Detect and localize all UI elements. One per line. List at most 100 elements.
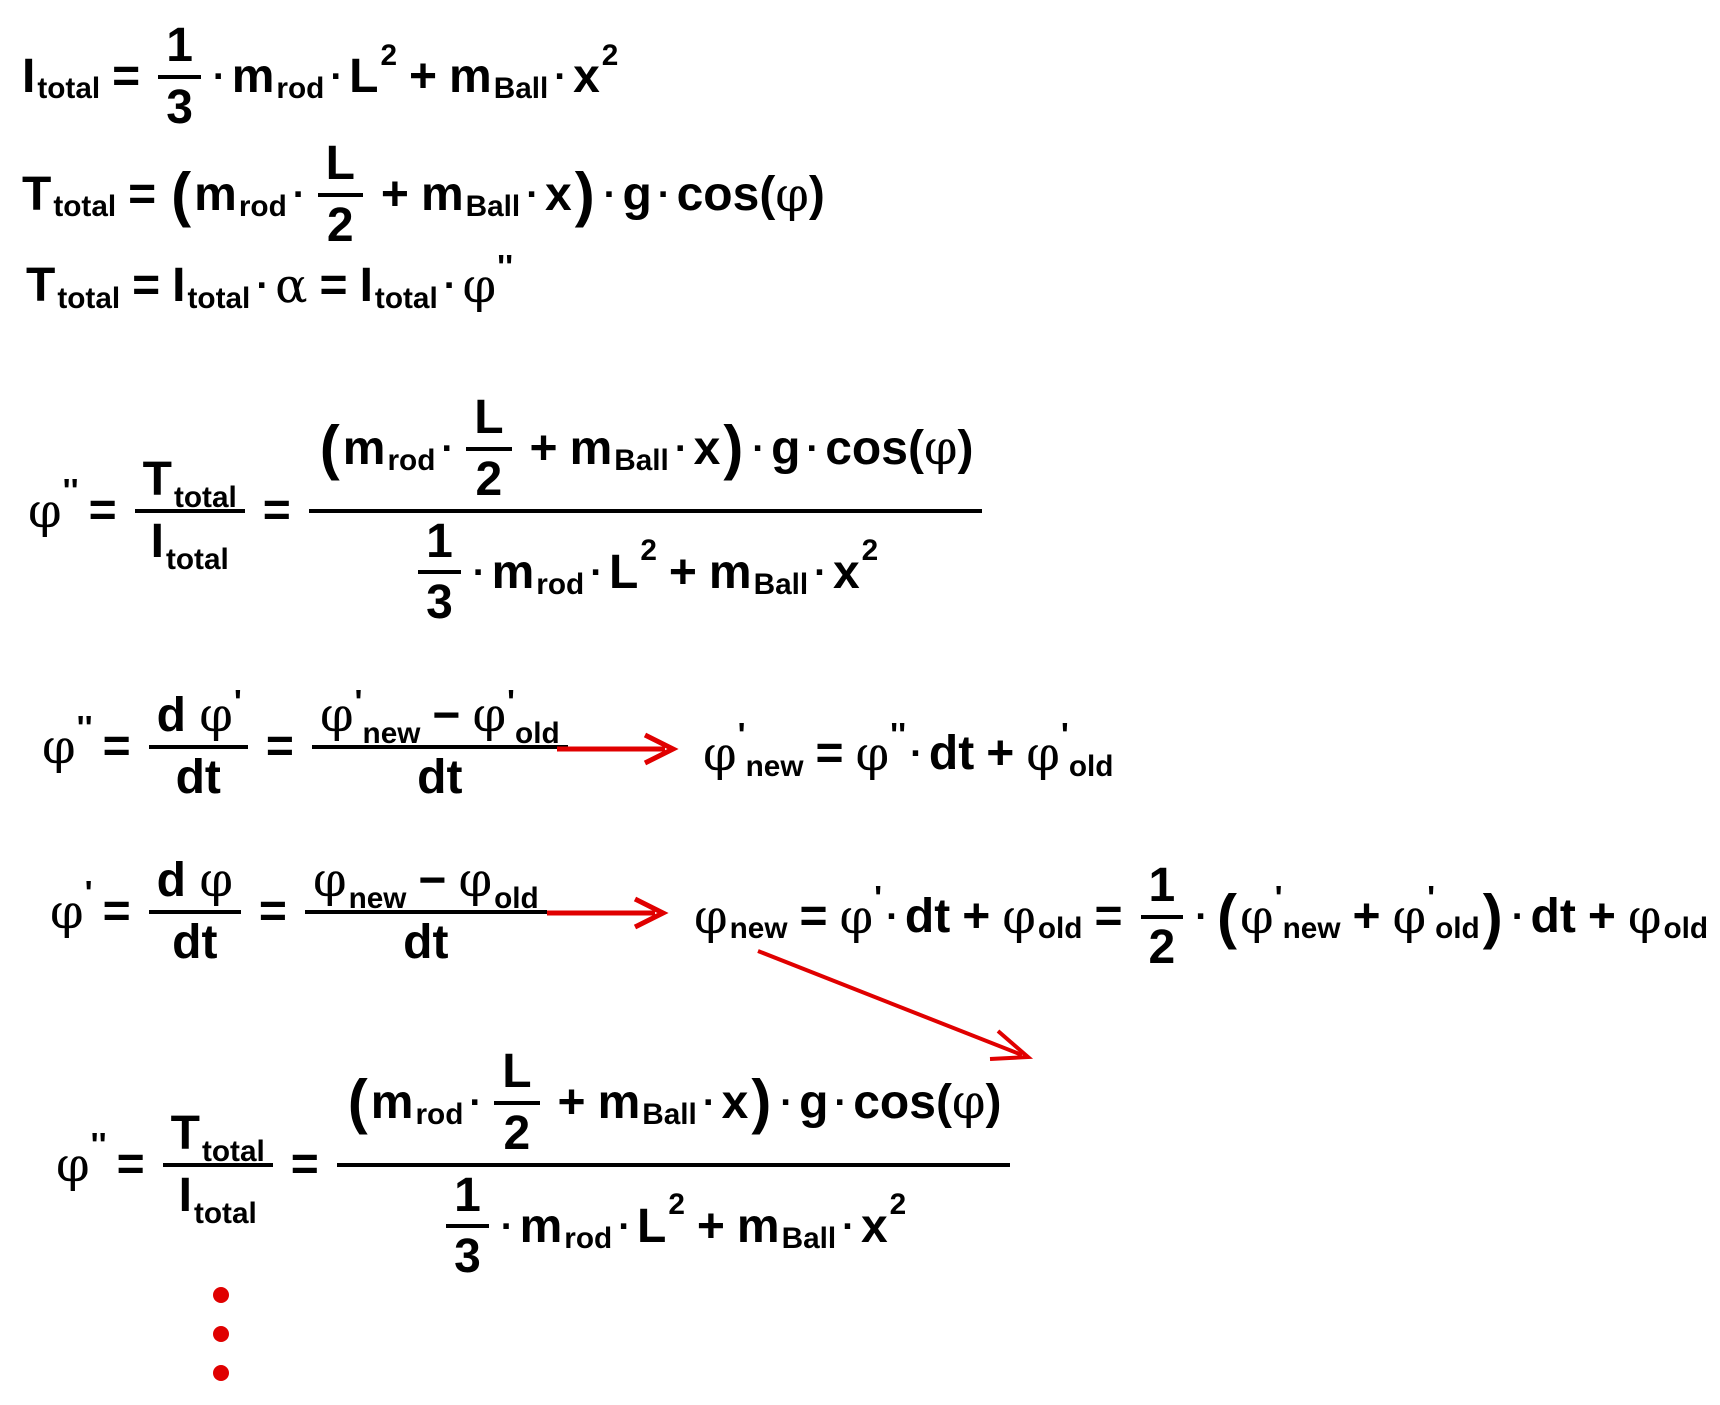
symbol-m: m <box>342 421 386 475</box>
plus-sign: + <box>380 167 409 221</box>
prime: ' <box>874 879 883 917</box>
sub-ball: Ball <box>642 1098 697 1132</box>
fraction-bar <box>158 74 201 79</box>
sub-new: new <box>348 882 407 916</box>
arrow-right-icon <box>547 896 669 930</box>
fraction-bar <box>162 1162 273 1167</box>
symbol-m: m <box>370 1075 414 1129</box>
symbol-d: d <box>156 854 186 907</box>
sub-ball: Ball <box>493 72 549 106</box>
symbol-m: m <box>491 545 535 599</box>
symbol-x: x <box>832 545 860 599</box>
numerator: 1 <box>426 514 453 568</box>
numerator: Ttotal <box>163 1107 273 1167</box>
prime: ' <box>737 716 746 754</box>
denominator: dt <box>172 915 218 969</box>
fraction-bar <box>494 1100 540 1105</box>
symbol-cos: cos <box>825 421 908 475</box>
symbol-phi: φ <box>199 687 233 743</box>
left-paren: ( <box>171 160 192 228</box>
denominator: Itotal <box>143 514 237 575</box>
symbol-T: T <box>22 167 52 221</box>
symbol-m: m <box>597 1075 641 1129</box>
symbol-L: L <box>637 1199 667 1253</box>
symbol-m: m <box>194 167 237 221</box>
symbol-phi: φ <box>1392 888 1427 945</box>
denominator: dt <box>417 750 463 804</box>
symbol-cos: cos <box>853 1075 936 1129</box>
symbol-phi: φ <box>42 718 76 775</box>
diagonal-arrow-icon <box>757 949 1034 1061</box>
equation-position-update: φ' = d φ dt = φnew−φold dt <box>50 852 553 969</box>
symbol-phi: φ <box>951 1073 986 1130</box>
fraction-bar <box>308 508 982 513</box>
fraction-bar <box>148 909 241 914</box>
sub-new: new <box>362 717 421 751</box>
symbol-phi: φ <box>319 687 354 743</box>
symbol-m: m <box>736 1199 780 1253</box>
prime: ' <box>1274 879 1283 917</box>
equals-sign: = <box>132 259 161 312</box>
numerator: d φ <box>149 852 241 908</box>
right-paren: ) <box>1482 882 1503 950</box>
fraction-bar <box>1140 914 1184 919</box>
sub-total: total <box>374 281 438 315</box>
sub-ball: Ball <box>465 190 521 224</box>
symbol-I: I <box>178 1168 192 1222</box>
sub-ball: Ball <box>614 444 669 478</box>
symbol-I: I <box>172 259 186 312</box>
dot-operator: · <box>603 172 617 216</box>
numerator: 1 <box>454 1168 481 1222</box>
equals-sign: = <box>265 719 294 773</box>
dot-operator: · <box>657 172 671 216</box>
right-paren: ) <box>723 414 744 482</box>
symbol-I: I <box>150 514 164 568</box>
sub-total: total <box>201 1135 265 1169</box>
fraction-position-difference: φnew−φold dt <box>304 852 547 969</box>
sub-rod: rod <box>536 567 585 601</box>
equals-sign: = <box>116 1137 145 1191</box>
symbol-x: x <box>693 421 721 475</box>
symbol-m: m <box>569 421 613 475</box>
dot-operator: · <box>526 172 539 216</box>
double-prime: '' <box>497 248 514 286</box>
dot-operator: · <box>443 263 457 307</box>
denominator: 2 <box>1148 920 1176 974</box>
symbol-g: g <box>771 421 801 475</box>
equals-sign: = <box>799 889 828 943</box>
dot-operator: · <box>554 54 568 98</box>
symbol-d: d <box>156 689 186 742</box>
dot-operator: · <box>674 427 688 471</box>
symbol-g: g <box>622 167 652 221</box>
prime: ' <box>354 683 363 721</box>
symbol-phi: φ <box>199 852 233 908</box>
fraction-velocity-difference: φ'new−φ'old dt <box>311 684 568 804</box>
sub-total: total <box>193 1197 257 1231</box>
sub-new: new <box>729 912 788 946</box>
symbol-m: m <box>519 1199 563 1253</box>
fraction-bar <box>466 446 512 451</box>
left-paren: ( <box>347 1068 368 1136</box>
equals-sign: = <box>262 483 291 537</box>
dot-operator: · <box>330 54 344 98</box>
minus-sign: − <box>418 854 447 907</box>
symbol-phi: φ <box>775 166 809 223</box>
dot-operator: · <box>472 550 486 594</box>
symbol-phi: φ <box>1026 726 1060 782</box>
symbol-x: x <box>544 167 572 221</box>
plus-sign: + <box>696 1199 725 1253</box>
left-paren: ( <box>319 414 340 482</box>
sub-total: total <box>37 72 101 106</box>
left-paren: ( <box>759 167 776 221</box>
symbol-phi: φ <box>462 258 497 314</box>
plus-sign: + <box>668 545 697 599</box>
symbol-phi: φ <box>458 852 493 908</box>
symbol-I: I <box>359 259 373 312</box>
sub-total: total <box>165 543 229 577</box>
right-paren: ) <box>985 1075 1002 1129</box>
